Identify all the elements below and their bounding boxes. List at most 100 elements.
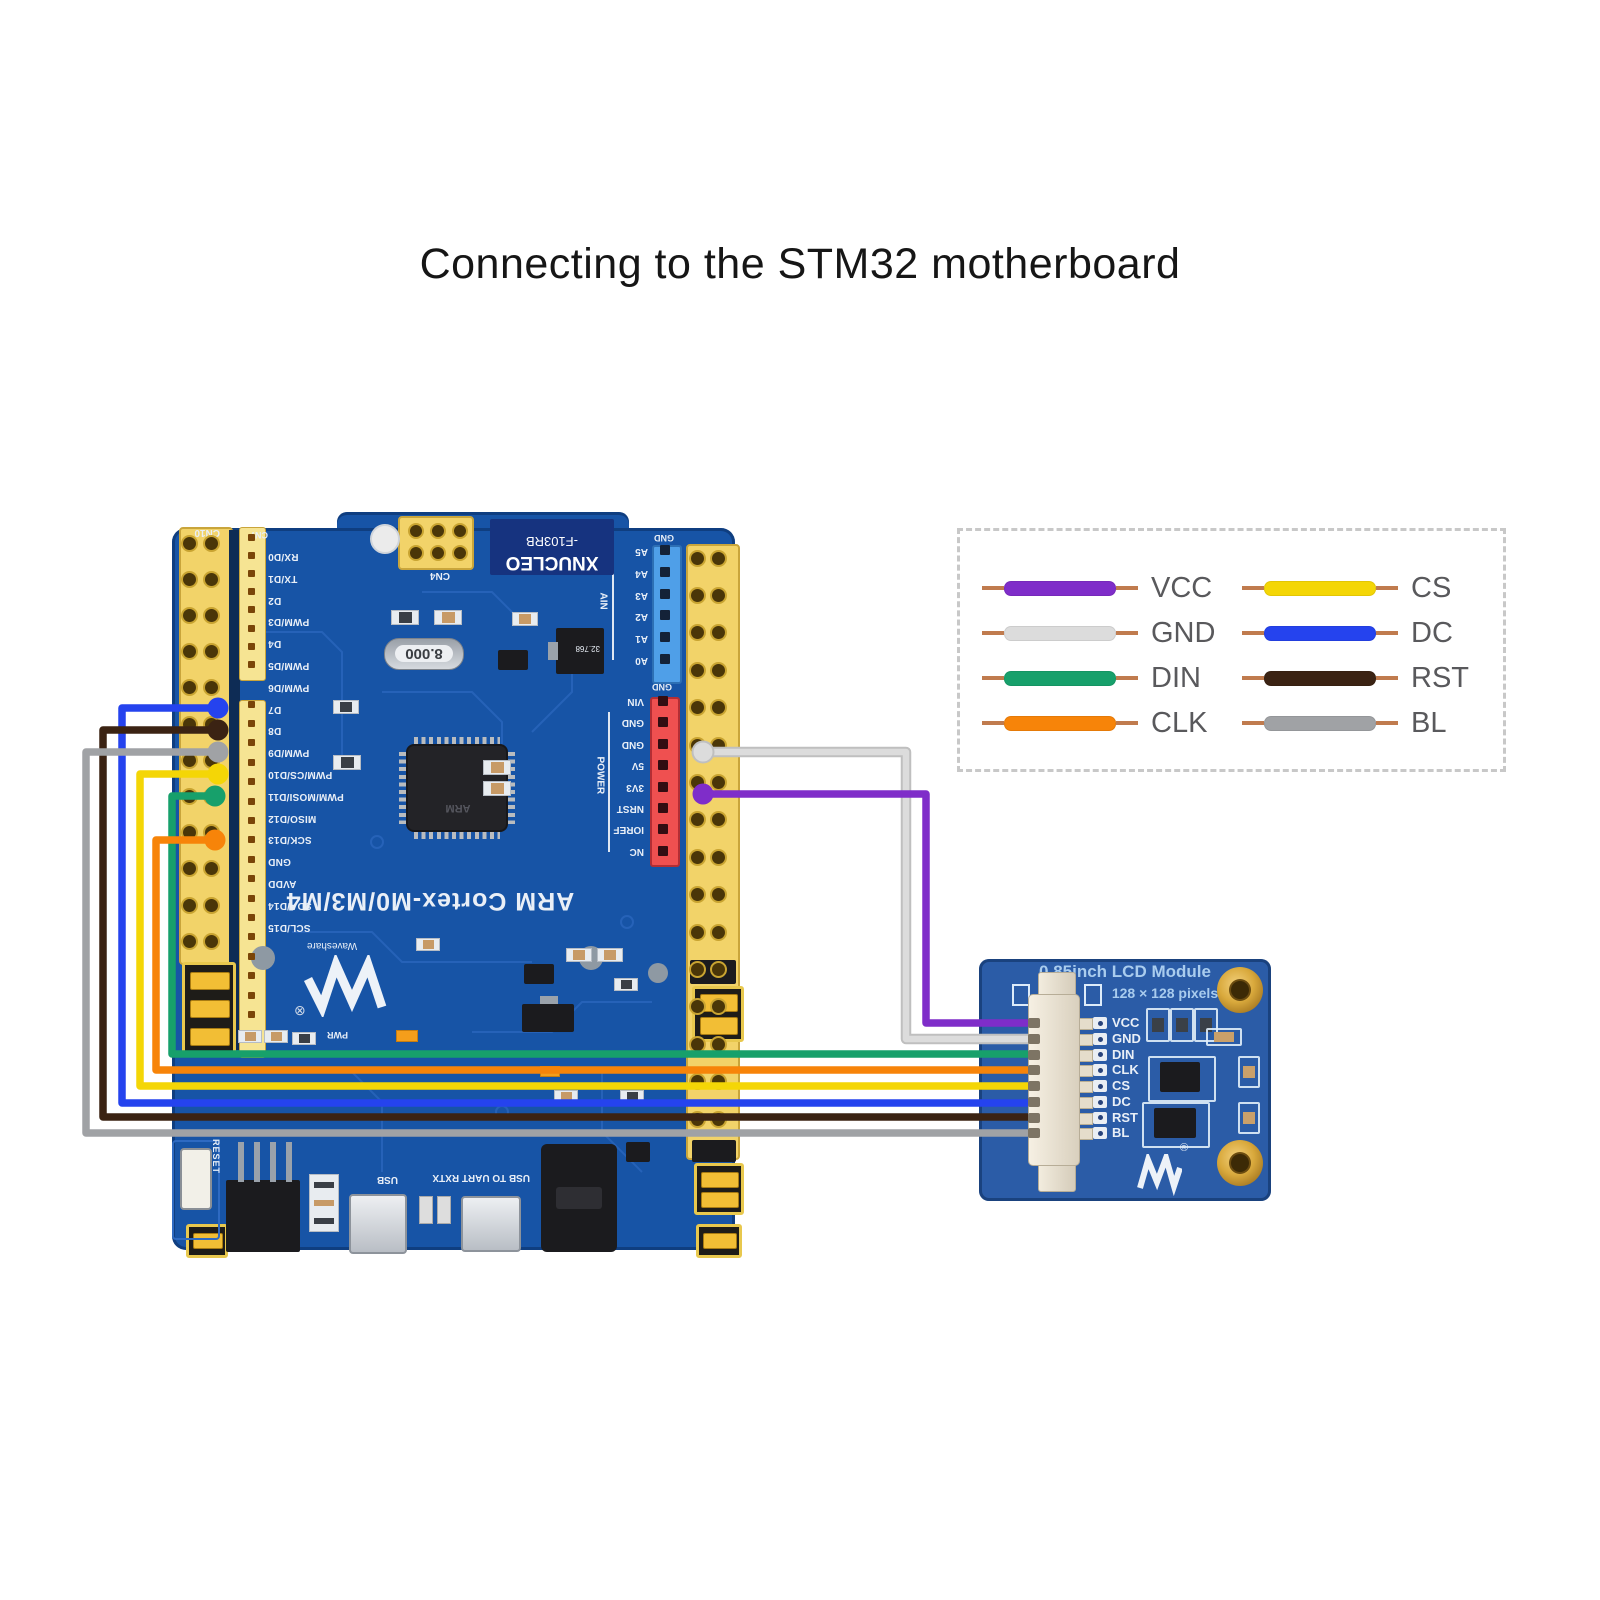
left-lower-hole	[247, 894, 255, 902]
lcd-pad-r1	[1238, 1056, 1260, 1088]
jst-slot	[1028, 1112, 1040, 1123]
legend-label-dc: DC	[1411, 616, 1453, 649]
legend-label-din: DIN	[1151, 661, 1201, 694]
smd-resistor	[554, 1090, 578, 1103]
label-gnd-top: GND	[654, 533, 674, 543]
cn10-hole	[180, 715, 198, 733]
pin-label-gnd-2: GND	[621, 738, 644, 750]
mcu-pins-top	[414, 737, 500, 746]
pin-label-gnd-1: GND	[621, 717, 644, 729]
pin-label-d2: D2	[268, 594, 282, 606]
lcd-pin-label-dc: DC	[1112, 1094, 1131, 1109]
lcd-pin-label-rst: RST	[1112, 1109, 1138, 1125]
left-upper-hole	[247, 551, 255, 559]
pin-label-nc-7: NC	[629, 845, 644, 857]
mcu-brand: ARM	[445, 802, 471, 814]
label-cn4: CN4	[429, 570, 450, 581]
left-lower-hole	[247, 739, 255, 747]
lcd-pin-stub	[1078, 1018, 1093, 1030]
pin-label-vin-0: VIN	[627, 696, 644, 707]
lcd-silk-mark-right	[1084, 984, 1102, 1006]
lcd-transistor-2	[1154, 1108, 1196, 1138]
jst-slot	[1028, 1097, 1040, 1107]
module-label: XNUCLEO -F103RB	[490, 519, 614, 575]
cn10-hole	[180, 606, 198, 624]
pin-label-rx-d0: RX/D0	[268, 551, 299, 562]
jumper-header-right-lower	[692, 1140, 736, 1162]
pin-label-a2: A2	[635, 611, 648, 623]
mounting-hole-top	[370, 524, 400, 554]
cn10-hole	[180, 932, 198, 950]
pin-label-3v3-4: 3V3	[626, 781, 644, 793]
lcd-pin-pad	[1093, 1127, 1107, 1139]
wire-sample-bl	[1264, 715, 1376, 731]
waveshare-logo	[303, 955, 387, 1017]
lcd-transistor-1	[1160, 1062, 1200, 1092]
wire-tip	[1116, 586, 1138, 590]
smd-resistor	[416, 938, 440, 951]
lcd-pin-pad	[1093, 1048, 1107, 1061]
small-black-ic	[498, 650, 528, 670]
pin-label-pwm-mosi-d11: PWM/MOSI/D11	[268, 790, 344, 802]
legend-label-rst: RST	[1411, 661, 1469, 694]
legend-row-vcc: VCC	[982, 572, 1215, 604]
lcd-pad-r2	[1238, 1102, 1260, 1134]
right-header-hole	[709, 736, 727, 754]
lcd-pin-stub	[1078, 1081, 1093, 1093]
analog-hole	[660, 632, 670, 643]
wire-tip	[1242, 631, 1264, 635]
cn10-hole	[202, 570, 220, 588]
cn10-hole	[180, 860, 198, 878]
circled-x-mark: ⊗	[294, 1002, 306, 1018]
left-upper-hole	[247, 533, 255, 541]
right-header-hole	[709, 1073, 727, 1091]
mounting-hole-left	[251, 946, 275, 970]
smd-cap-1	[419, 1196, 433, 1224]
cn10-hole	[180, 751, 198, 769]
pin-label-pwm-d3: PWM/D3	[268, 616, 310, 628]
power-hole	[658, 803, 668, 813]
left-lower-hole	[247, 758, 255, 766]
lcd-pin-label-cs: CS	[1112, 1078, 1131, 1093]
smd-resistor	[238, 1030, 262, 1043]
pin-label-a0: A0	[635, 655, 648, 666]
left-lower-hole	[247, 933, 255, 941]
wire-tip	[982, 676, 1004, 680]
smd-resistor	[512, 612, 538, 626]
smd-resistor	[620, 1090, 644, 1103]
left-lower-hole	[247, 855, 255, 863]
left-lower-hole	[247, 913, 255, 921]
wire-tip	[1242, 586, 1264, 590]
power-hole	[658, 845, 668, 856]
header-pin	[286, 1142, 292, 1182]
left-lower-hole	[247, 700, 255, 708]
usb-uart-connector	[461, 1196, 521, 1252]
pin-label-sda-d14: SDA/D14	[268, 899, 312, 911]
wire-sample-cs	[1264, 580, 1376, 596]
lcd-pin-label-gnd: GND	[1112, 1031, 1141, 1046]
wire-tip	[1242, 721, 1264, 725]
lcd-pin-pad	[1093, 1033, 1107, 1045]
page-title: Connecting to the STM32 motherboard	[419, 240, 1181, 288]
right-header-hole	[709, 923, 727, 941]
right-header-hole	[688, 549, 706, 567]
pin-label-a5: A5	[635, 546, 648, 557]
wire-tip	[982, 586, 1004, 590]
lcd-pin-pad	[1093, 1017, 1107, 1029]
smd-pack	[309, 1174, 339, 1232]
lcd-pin-stub	[1078, 1112, 1093, 1125]
cn10-hole	[202, 787, 220, 805]
left-upper-hole	[247, 569, 255, 577]
lcd-pin-label-vcc: VCC	[1112, 1015, 1140, 1030]
wire-tip	[1376, 586, 1398, 590]
smd-resistor	[434, 610, 462, 625]
cn4-hole	[408, 523, 424, 539]
right-header-hole	[688, 1073, 706, 1091]
header-pin	[238, 1142, 244, 1182]
module-label-line1: XNUCLEO	[505, 552, 599, 573]
cn10-hole	[180, 534, 198, 552]
module-label-line2: -F103RB	[525, 534, 579, 549]
smd-resistor	[333, 700, 359, 714]
cn10-hole	[180, 570, 198, 588]
